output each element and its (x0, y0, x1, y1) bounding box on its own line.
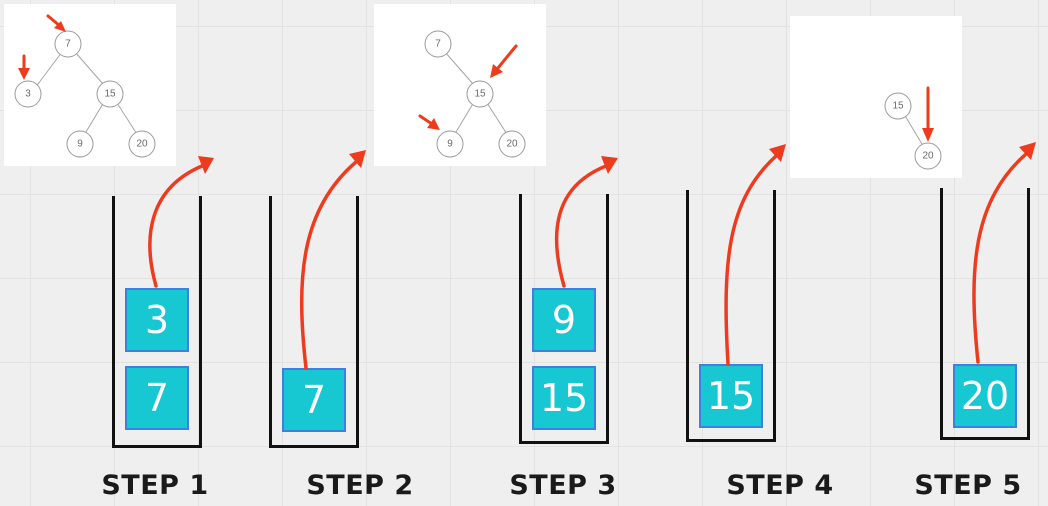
tree-diagram: 7 15 9 20 (418, 30, 526, 158)
stack-item: 3 (125, 288, 189, 352)
step-label: STEP 5 (914, 470, 1022, 501)
tree-node: 7 (424, 30, 452, 58)
svg-text:9: 9 (447, 139, 453, 150)
svg-text:7: 7 (65, 39, 71, 50)
step-label: STEP 3 (509, 470, 617, 501)
svg-text:15: 15 (892, 101, 904, 112)
pointer-arrow-icon (418, 114, 440, 130)
tree-node: 9 (436, 130, 464, 158)
stack-container-step1: 3 7 (112, 196, 202, 448)
step-label: STEP 4 (726, 470, 834, 501)
tree-node: 3 (14, 80, 42, 108)
curved-arrow-icon (299, 150, 366, 370)
stack-container-step2: 7 (269, 196, 359, 448)
stack-container-step5: 20 (940, 188, 1030, 440)
tree-node: 15 (96, 80, 124, 108)
curved-arrow-icon (554, 156, 618, 288)
tree-panel-step5: 15 20 (790, 16, 962, 178)
tree-node: 9 (66, 130, 94, 158)
tree-node: 20 (498, 130, 526, 158)
tree-node: 15 (466, 80, 494, 108)
step-label: STEP 2 (306, 470, 414, 501)
pointer-arrow-icon (490, 44, 518, 78)
svg-text:15: 15 (104, 89, 116, 100)
pointer-arrow-icon (922, 86, 934, 142)
svg-text:7: 7 (435, 39, 441, 50)
stack-item: 15 (699, 364, 763, 428)
svg-text:20: 20 (506, 139, 518, 150)
stack-container-step4: 15 (686, 190, 776, 442)
curved-arrow-icon (972, 142, 1036, 364)
svg-text:20: 20 (922, 151, 934, 162)
stack-item: 20 (953, 364, 1017, 428)
svg-text:20: 20 (136, 139, 148, 150)
tree-node: 7 (54, 30, 82, 58)
tree-panel-step3: 7 15 9 20 (374, 4, 546, 166)
stack-item: 9 (532, 288, 596, 352)
tree-node: 15 (884, 92, 912, 120)
stack-container-step3: 9 15 (519, 194, 609, 444)
step-label: STEP 1 (101, 470, 209, 501)
curved-arrow-icon (724, 144, 786, 366)
pointer-arrow-icon (18, 54, 30, 80)
tree-node: 20 (914, 142, 942, 170)
svg-text:3: 3 (25, 89, 31, 100)
tree-panel-step1: 7 3 15 9 20 (4, 4, 176, 166)
tree-diagram: 15 20 (884, 86, 942, 170)
svg-text:15: 15 (474, 89, 486, 100)
tree-diagram: 7 3 15 9 20 (14, 14, 156, 158)
stack-item: 7 (125, 366, 189, 430)
stack-item: 15 (532, 366, 596, 430)
svg-text:9: 9 (77, 139, 83, 150)
stack-item: 7 (282, 368, 346, 432)
curved-arrow-icon (148, 156, 214, 288)
tree-node: 20 (128, 130, 156, 158)
pointer-arrow-icon (46, 14, 66, 32)
